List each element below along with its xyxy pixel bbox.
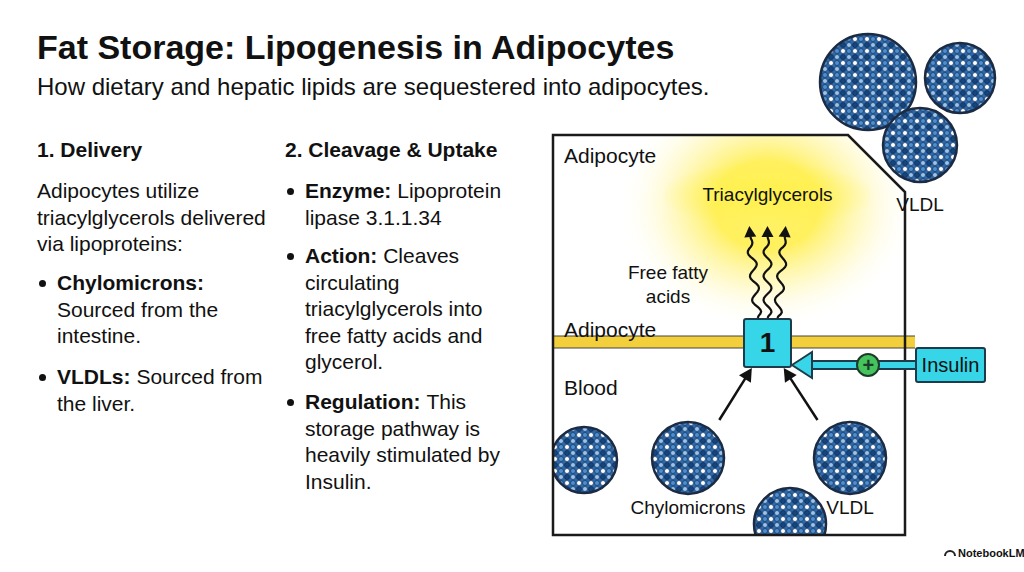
lipoprotein-particle	[754, 488, 826, 560]
body-text: Free fatty acids	[628, 262, 708, 307]
bullet-dot	[39, 374, 46, 381]
node-label: Triacylglycerols	[702, 185, 832, 206]
edge-label: +	[862, 355, 874, 375]
connector	[784, 368, 818, 420]
bullet-dot	[287, 188, 294, 195]
connector-line	[790, 378, 817, 420]
lipoprotein-particle	[551, 427, 617, 493]
bold-term: 1. Delivery	[37, 138, 142, 161]
bold-term: VLDLs:	[57, 365, 131, 388]
membrane-edge	[553, 347, 915, 348]
lipoprotein-particle	[925, 43, 995, 113]
bold-term: Enzyme:	[305, 179, 391, 202]
text-block: NotebookLM	[958, 546, 1024, 560]
lipoprotein-particle	[814, 422, 886, 494]
bullet-dot	[287, 253, 294, 260]
bullet-dot	[39, 280, 46, 287]
text-block: Adipocytes utilize triacylglycerols deli…	[37, 178, 278, 258]
node-label: Insulin	[922, 354, 980, 376]
bold-term: NotebookLM	[958, 547, 1024, 559]
connector-line	[764, 237, 772, 318]
text-block: Free fatty acids	[620, 261, 716, 309]
node-label: VLDL	[848, 195, 992, 216]
arrow-head	[739, 368, 752, 383]
text-block: Action:Cleaves circulating triacylglycer…	[305, 243, 515, 376]
lipoprotein-particle	[652, 422, 724, 494]
lipoprotein-particle	[883, 108, 957, 182]
text-block: Enzyme:Lipoprotein lipase 3.1.1.34	[305, 178, 515, 231]
connector	[792, 352, 915, 378]
stimulation-badge: +	[856, 353, 880, 377]
text-block: Blood	[564, 376, 704, 400]
arrow-head	[792, 352, 812, 378]
subtitle: How dietary and hepatic lipids are seque…	[37, 72, 709, 102]
node-label: 1	[760, 328, 776, 359]
bold-term: Regulation:	[305, 390, 421, 413]
connector	[762, 226, 774, 318]
text-block: 1. Delivery	[37, 137, 277, 163]
node-label: Adipocyte	[564, 144, 656, 167]
bold-term: Action:	[305, 244, 377, 267]
arrow-head	[762, 226, 774, 237]
vldl-particle: VLDL	[810, 420, 890, 520]
arrow-head	[744, 226, 756, 237]
text-block: Adipocyte	[564, 318, 704, 342]
connector-line	[748, 237, 761, 318]
node-label: Chylomicrons	[598, 498, 778, 519]
connector	[719, 368, 752, 420]
body-text: Adipocytes utilize triacylglycerols deli…	[37, 179, 266, 255]
vldl-particle: VLDL	[878, 106, 962, 218]
connector	[744, 226, 761, 318]
body-text: Sourced from the intestine.	[57, 298, 218, 348]
chylomicron-particle: Chylomicrons	[628, 420, 748, 520]
text-block: 2. Cleavage & Uptake	[285, 137, 535, 163]
body-text: Adipocyte	[564, 318, 656, 341]
title: Fat Storage: Lipogenesis in Adipocytes	[37, 27, 674, 67]
enzyme-box: 1	[743, 318, 792, 368]
bullet-dot	[287, 399, 294, 406]
text-block: Regulation:This storage pathway is heavi…	[305, 389, 515, 495]
node-label: VLDL	[780, 498, 920, 519]
watermark-icon	[945, 551, 955, 556]
insulin-box: Insulin	[915, 347, 986, 383]
arrow-head	[779, 226, 791, 237]
bold-term: Chylomicrons:	[57, 271, 204, 294]
text-block: VLDLs:Sourced from the liver.	[57, 364, 275, 417]
connector-line	[775, 237, 786, 318]
arrow-head	[784, 368, 797, 383]
text-block: Chylomicrons: Sourced from the intestine.	[57, 270, 275, 350]
lipid-droplet: Triacylglycerols	[665, 164, 870, 226]
panel-border	[553, 135, 905, 535]
bold-term: 2. Cleavage & Uptake	[285, 138, 497, 161]
connector-line	[719, 378, 745, 420]
connector	[775, 226, 791, 318]
body-text: Blood	[564, 376, 618, 399]
